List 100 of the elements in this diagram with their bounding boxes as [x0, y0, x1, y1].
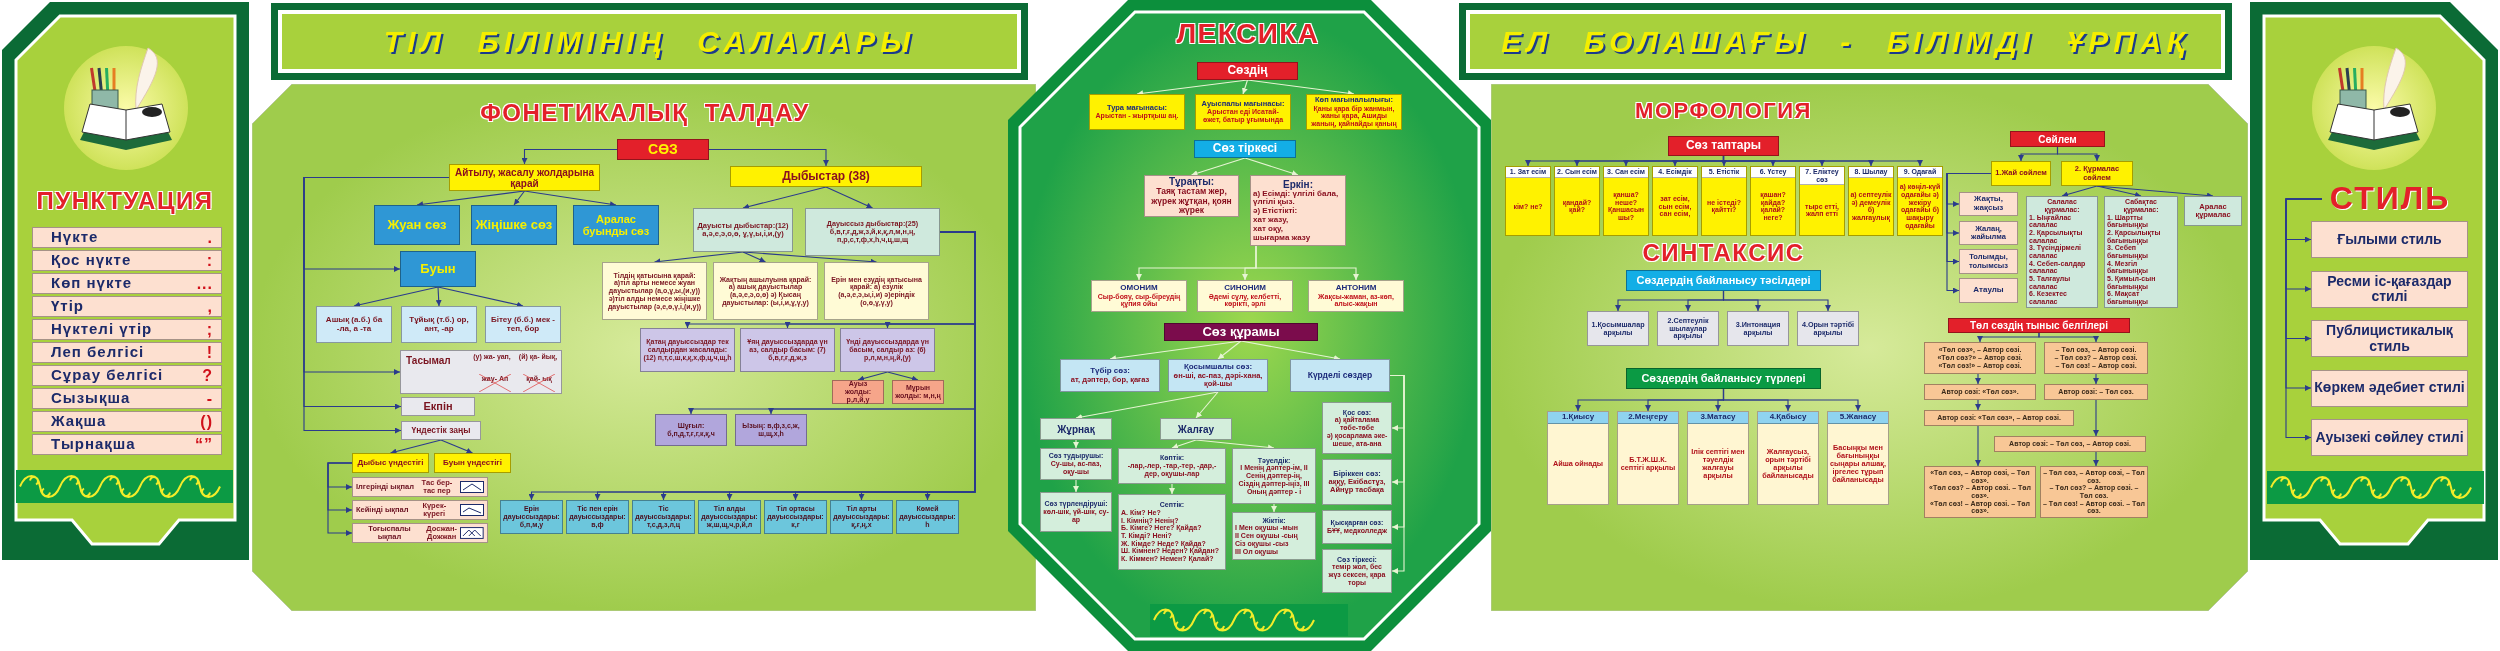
concept-box	[2044, 342, 2148, 374]
punctuation-mark: ,	[207, 297, 213, 316]
concept-box: Жақты, жақсыз	[1959, 192, 2018, 216]
concept-box: Публицистикалық стиль	[2311, 320, 2468, 357]
concept-box	[2104, 196, 2178, 308]
poster-panel	[252, 84, 1036, 611]
column-header: 3.Матасу	[1688, 412, 1748, 424]
concept-box	[1091, 280, 1187, 312]
connector-arrow	[1722, 155, 1923, 167]
heading-box: Сөз құрамы	[1164, 323, 1318, 341]
connector-arrow	[2093, 451, 2099, 467]
punctuation-name: Тырнақша	[51, 436, 136, 453]
assimilation-row	[352, 523, 488, 543]
box-body: а) Есімді: үлгілі бала, үлгілі қыз.	[1253, 189, 1340, 207]
connector-arrow	[1075, 391, 1219, 420]
column-header: 4.Қабысу	[1758, 412, 1818, 424]
box-body: Таяқ тастам жер, жүрек жұтқан, қоян жүрек	[1150, 187, 1233, 216]
concept-box	[1232, 512, 1316, 560]
box-heading: Қосымшалы сөз:	[1183, 362, 1253, 372]
concept-box	[1827, 411, 1889, 505]
box-heading: СИНОНИМ	[1224, 283, 1266, 293]
connector-arrow	[924, 231, 976, 501]
punctuation-row	[32, 434, 222, 455]
heading-box: Сөздің	[1197, 62, 1298, 80]
punctuation-name: Жақша	[51, 413, 107, 430]
punctuation-name: Нүкте	[51, 229, 99, 246]
concept-box: Жұрнақ	[1040, 418, 1112, 440]
punctuation-row	[32, 365, 222, 386]
assimilation-row	[352, 477, 488, 497]
concept-box: Бітеу (б.б.) мек - теп, бор	[485, 306, 561, 343]
punctuation-name: Нүктелі үтір	[51, 321, 153, 338]
connector-arrow	[389, 439, 442, 455]
concept-box	[1603, 166, 1649, 236]
column-header: 1.Қиысу	[1548, 412, 1608, 424]
concept-box	[1687, 411, 1749, 505]
connector-arrow	[1195, 391, 1219, 419]
punctuation-row	[32, 273, 222, 294]
concept-box	[1505, 166, 1551, 236]
heading-box: Сөздердің байланысу тәсілдері	[1626, 270, 1821, 291]
octagon-panel	[1008, 0, 1491, 651]
box-heading: Тұрақты:	[1168, 176, 1215, 188]
concept-box	[1118, 448, 1226, 484]
connector-arrow	[1722, 388, 1861, 412]
connector-arrow	[886, 371, 919, 382]
concept-box	[1060, 359, 1160, 392]
concept-box: Екпін	[401, 397, 475, 416]
concept-box: Көркем әдебиет стилі	[2311, 369, 2468, 407]
concept-box	[1924, 466, 2036, 518]
box-body: хат жазу,	[1253, 216, 1290, 225]
column-header: 5.Жанасу	[1828, 412, 1888, 424]
connector-arrow	[327, 462, 353, 536]
connector-arrow	[825, 186, 874, 209]
concept-box: Тұйық (т.б.) ор, ант, -ар	[401, 306, 477, 343]
concept-box	[1168, 359, 1268, 392]
connector-arrow	[708, 148, 829, 167]
heading-box: Сөз тіркесі	[1194, 140, 1296, 158]
section-heading: ПУНКТУАЦИЯ	[35, 185, 215, 216]
concept-box	[1701, 166, 1747, 236]
concept-box	[1144, 175, 1239, 217]
connector-arrow	[1975, 399, 1981, 411]
concept-box	[1757, 411, 1819, 505]
connector-arrow	[857, 371, 889, 382]
punctuation-row	[32, 388, 222, 409]
connector-arrow	[1255, 245, 1359, 281]
section-heading: МОРФОЛОГИЯ	[1634, 96, 1813, 125]
connector-arrow	[2093, 399, 2099, 437]
concept-box: Ресми іс-қағаздар стилі	[2311, 270, 2468, 308]
connector-arrow	[2061, 185, 2098, 198]
punctuation-row	[32, 250, 222, 271]
connector-arrow	[2038, 332, 2099, 343]
concept-box	[1897, 166, 1943, 236]
connector-arrow	[2056, 146, 2100, 162]
concept-box	[1308, 280, 1404, 312]
concept-box	[1750, 166, 1796, 236]
connector-arrow	[1946, 172, 1992, 294]
concept-box	[1040, 492, 1112, 532]
punctuation-mark: -	[206, 389, 213, 408]
connector-arrow	[440, 439, 474, 454]
title-banner: ТІЛ БІЛІМІНІҢ САЛАЛАРЫ	[271, 3, 1028, 80]
connector-arrow	[1195, 439, 1275, 451]
concept-box	[1322, 402, 1392, 454]
punctuation-name: Сызықша	[51, 390, 131, 407]
connector-arrow	[521, 148, 618, 165]
punctuation-mark: ()	[200, 412, 213, 431]
section-heading: ЛЕКСИКА	[1175, 16, 1321, 51]
concept-box	[1118, 494, 1226, 570]
concept-box: Ғылыми стиль	[2311, 221, 2468, 258]
punctuation-name: Көп нүкте	[51, 275, 133, 292]
concept-box	[1924, 342, 2036, 374]
punctuation-mark: “”	[195, 435, 213, 454]
connector-arrow	[742, 186, 827, 210]
connector-arrow	[435, 286, 442, 307]
punctuation-name: Сұрау белгісі	[51, 367, 164, 384]
connector-arrow	[1240, 340, 1341, 361]
concept-box: Ауызекі сөйлеу стилі	[2311, 419, 2468, 456]
concept-box	[1554, 166, 1600, 236]
connector-arrow	[1109, 340, 1242, 362]
concept-box	[1799, 166, 1845, 236]
box-heading: Түбір сөз:	[1090, 366, 1130, 376]
section-heading: ФОНЕТИКАЛЫҚ ТАЛДАУ	[479, 97, 811, 128]
